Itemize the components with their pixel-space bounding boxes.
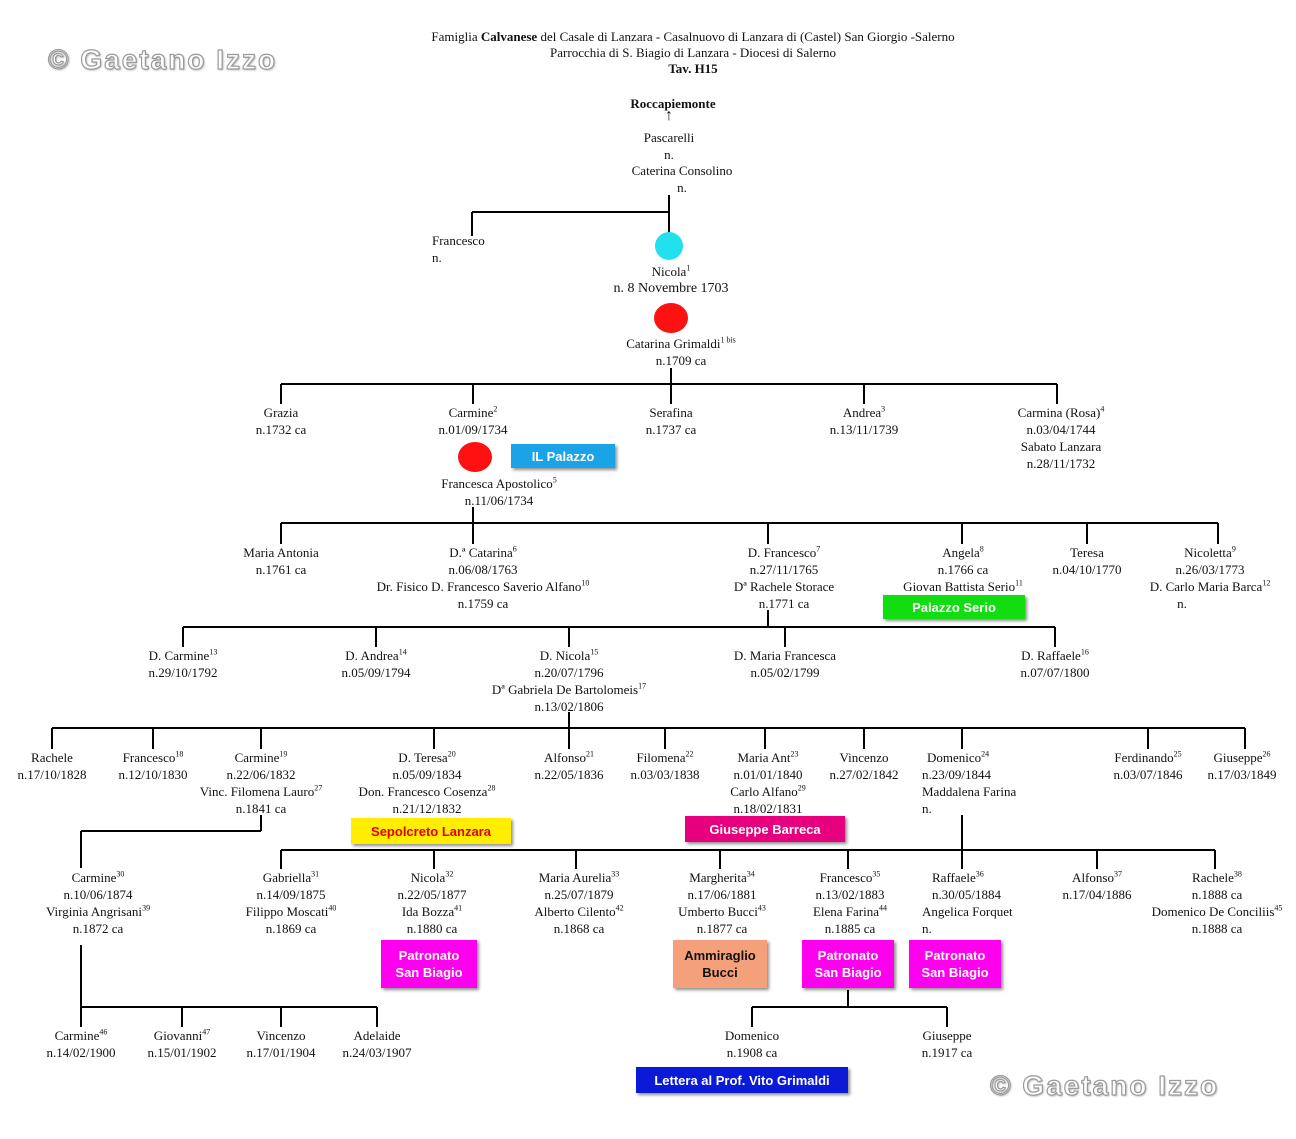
badge-palazzo-serio[interactable]: Palazzo Serio xyxy=(883,595,1025,619)
person-nicola-1: Nicola1 xyxy=(651,263,691,279)
place-roccapiemonte: Roccapiemonte xyxy=(630,96,716,111)
marker-cyan-icon xyxy=(655,232,683,260)
header-table-number: Tav. H15 xyxy=(668,61,718,76)
person-nicola-1-birth: n. 8 Novembre 1703 xyxy=(613,281,729,296)
watermark-top: © Gaetano Izzo xyxy=(47,43,278,75)
arrow-up-icon: ↑ xyxy=(665,107,673,124)
header-line-1: Famiglia Calvanese del Casale di Lanzara… xyxy=(431,29,955,44)
person-nicoletta-9-spouse-birth: n. xyxy=(1177,596,1187,611)
badge-sepolcreto-lanzara[interactable]: Sepolcreto Lanzara xyxy=(351,818,511,844)
marker-red-icon xyxy=(654,303,688,333)
header-line-2: Parrocchia di S. Biagio di Lanzara - Dio… xyxy=(550,45,836,60)
badge-giuseppe-barreca[interactable]: Giuseppe Barreca xyxy=(685,816,845,842)
watermark-bottom: © Gaetano Izzo xyxy=(989,1069,1220,1101)
badge-lettera-vito-grimaldi[interactable]: Lettera al Prof. Vito Grimaldi xyxy=(636,1067,848,1093)
badge-il-palazzo[interactable]: IL Palazzo xyxy=(511,444,615,468)
marker-red-icon xyxy=(458,442,492,472)
